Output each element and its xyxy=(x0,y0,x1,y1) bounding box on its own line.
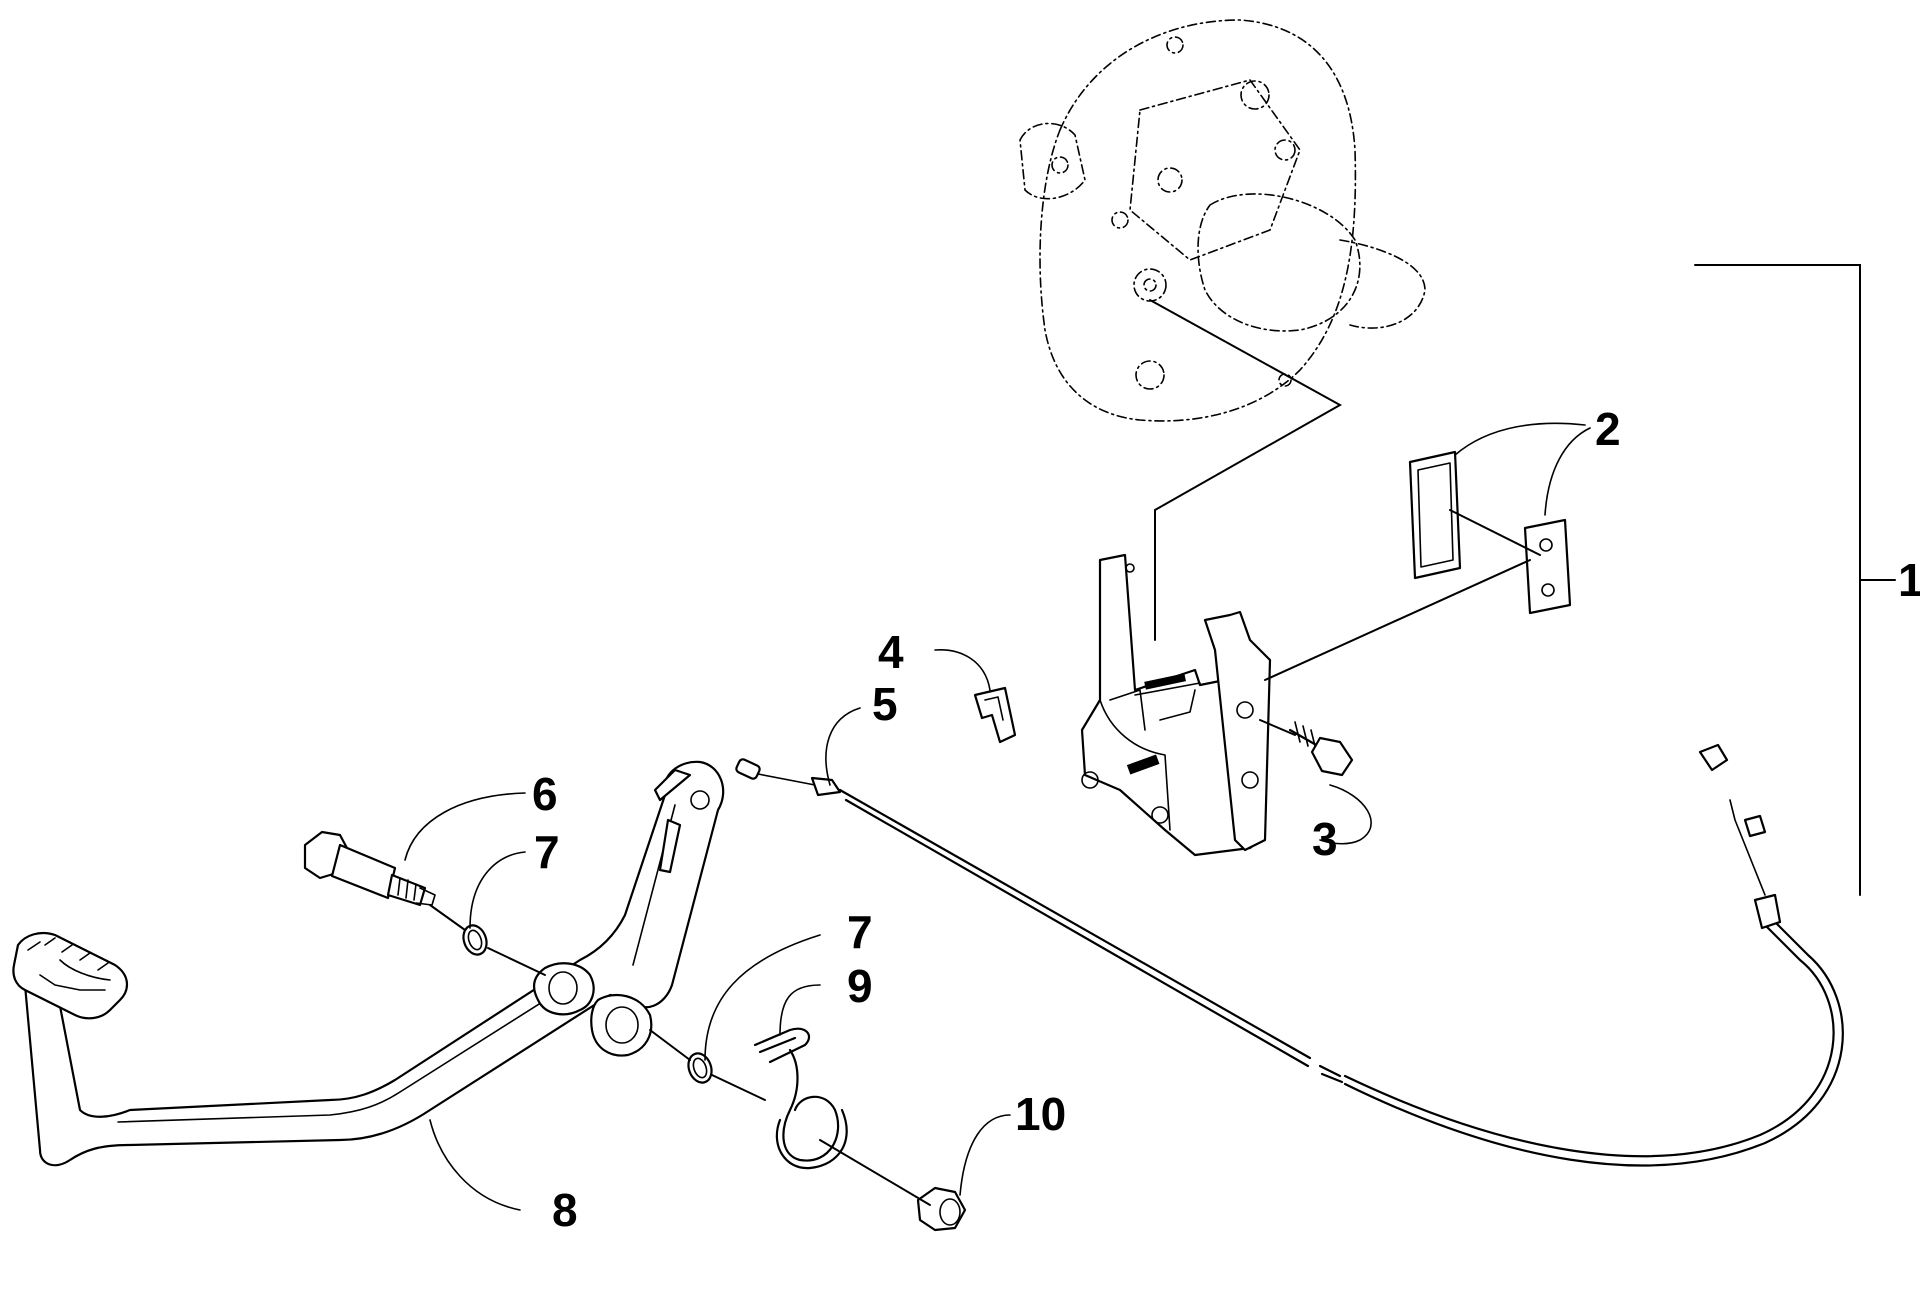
callout-4: 4 xyxy=(878,626,904,678)
o-ring-lower-inner xyxy=(692,1057,708,1079)
callout-7-lower: 7 xyxy=(847,906,873,958)
o-ring-lower xyxy=(687,1052,713,1084)
brake-pad-upper xyxy=(1408,450,1462,580)
brake-pad-lower xyxy=(1523,518,1572,615)
callout-7-upper: 7 xyxy=(534,826,560,878)
return-spring xyxy=(753,1027,848,1170)
callout-6: 6 xyxy=(532,768,558,820)
callout-10: 10 xyxy=(1015,1088,1066,1140)
caliper-bolt xyxy=(1288,721,1354,777)
pivot-pin xyxy=(303,830,436,907)
assembly-lines xyxy=(429,299,1541,1206)
brake-caliper xyxy=(1080,553,1272,857)
callout-9: 9 xyxy=(847,960,873,1012)
callout-leaders xyxy=(404,422,1591,1211)
assembly-bracket xyxy=(1694,264,1896,896)
brake-housing-phantom xyxy=(1019,19,1426,422)
brake-cable xyxy=(735,743,1844,1167)
callout-1: 1 xyxy=(1898,554,1920,606)
pedal-nut xyxy=(916,1186,967,1232)
callout-3: 3 xyxy=(1312,813,1338,865)
callout-2: 2 xyxy=(1595,403,1621,455)
o-ring-upper xyxy=(462,924,488,956)
callout-8: 8 xyxy=(552,1184,578,1236)
cable-clip xyxy=(973,686,1017,744)
brake-pedal xyxy=(12,760,725,1167)
o-ring-upper-inner xyxy=(467,929,483,951)
callout-5: 5 xyxy=(872,678,898,730)
